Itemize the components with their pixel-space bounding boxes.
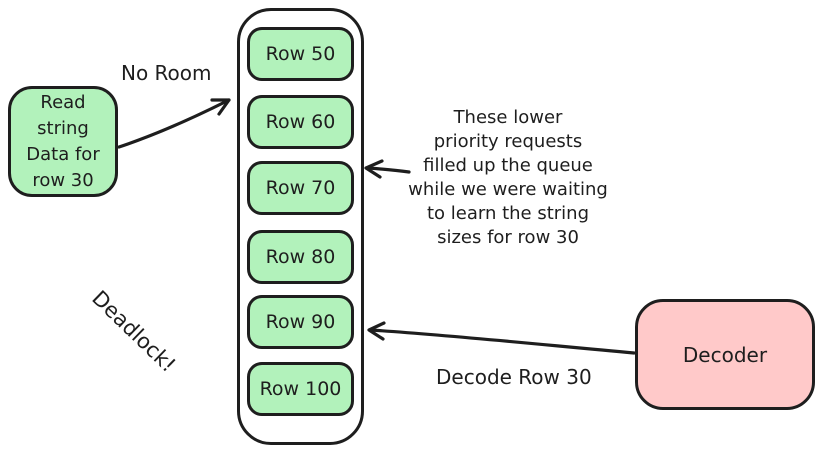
read-request-line: row 30	[32, 169, 94, 191]
read-request-line: Data for	[26, 143, 100, 165]
queue-row: Row 70	[247, 161, 354, 215]
queue-container: Row 50 Row 60 Row 70 Row 80 Row 90 Row 1…	[237, 8, 364, 445]
queue-annotation: These lower priority requests filled up …	[398, 106, 618, 250]
annotation-line: sizes for row 30	[437, 227, 579, 248]
annotation-line: while we were waiting	[408, 179, 608, 200]
annotation-line: priority requests	[433, 131, 583, 152]
queue-row: Row 50	[247, 27, 354, 81]
read-request-box: Read string Data for row 30	[8, 86, 118, 197]
annotation-line: filled up the queue	[423, 155, 593, 176]
no-room-label: No Room	[121, 61, 212, 85]
queue-row-label: Row 100	[259, 378, 342, 400]
queue-row: Row 80	[247, 230, 354, 284]
decode-row-label: Decode Row 30	[436, 365, 592, 389]
annotation-line: These lower	[453, 107, 563, 128]
read-request-line: Read	[40, 91, 86, 113]
queue-row: Row 100	[247, 362, 354, 416]
deadlock-label: Deadlock!	[87, 286, 181, 377]
queue-row-label: Row 50	[265, 43, 336, 65]
queue-row: Row 60	[247, 95, 354, 149]
queue-row: Row 90	[247, 295, 354, 349]
annotation-line: to learn the string	[426, 203, 590, 224]
read-request-line: string	[37, 117, 89, 139]
queue-row-label: Row 90	[265, 311, 336, 333]
queue-row-label: Row 70	[265, 177, 336, 199]
decoder-label: Decoder	[682, 342, 768, 367]
decode-arrow-icon	[367, 321, 636, 355]
queue-row-label: Row 80	[265, 246, 336, 268]
queue-row-label: Row 60	[265, 111, 336, 133]
decoder-box: Decoder	[635, 299, 815, 410]
no-room-arrow-icon	[117, 98, 231, 149]
